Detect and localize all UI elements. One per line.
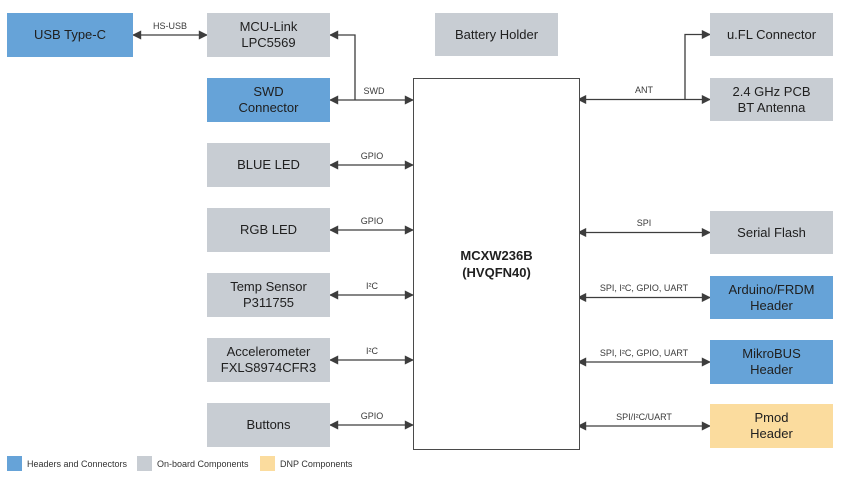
edge-label-ant: ANT (635, 85, 653, 95)
node-temp-sensor: Temp Sensor P311755 (207, 273, 330, 317)
node-blue-led: BLUE LED (207, 143, 330, 187)
edge-label-i2c-accel: I²C (366, 346, 378, 356)
legend-swatch-blue (7, 456, 22, 471)
legend-item-onboard-components: On-board Components (137, 456, 249, 471)
node-serial-flash: Serial Flash (710, 211, 833, 254)
edge-label-spi: SPI (636, 218, 652, 228)
edge-label-gpio-blue-led: GPIO (360, 151, 384, 161)
node-battery-holder: Battery Holder (435, 13, 558, 56)
legend-item-headers-connectors: Headers and Connectors (7, 456, 127, 471)
edge-label-mikrobus: SPI, I²C, GPIO, UART (599, 348, 689, 358)
node-swd-connector: SWD Connector (207, 78, 330, 122)
node-accelerometer: Accelerometer FXLS8974CFR3 (207, 338, 330, 382)
node-bt-antenna: 2.4 GHz PCB BT Antenna (710, 78, 833, 121)
legend-label: DNP Components (280, 458, 353, 469)
node-usb-type-c: USB Type-C (7, 13, 133, 57)
node-mikrobus-header: MikroBUS Header (710, 340, 833, 384)
edge-label-gpio-buttons: GPIO (360, 411, 384, 421)
legend-swatch-gray (137, 456, 152, 471)
node-buttons: Buttons (207, 403, 330, 447)
node-arduino-frdm-header: Arduino/FRDM Header (710, 276, 833, 319)
node-mcxw236b-chip: MCXW236B (HVQFN40) (413, 78, 580, 450)
legend-swatch-orange (260, 456, 275, 471)
legend-label: Headers and Connectors (27, 458, 128, 469)
edge-label-i2c-temp: I²C (366, 281, 378, 291)
node-pmod-header: Pmod Header (710, 404, 833, 448)
edge-label-gpio-rgb-led: GPIO (360, 216, 384, 226)
node-ufl-connector: u.FL Connector (710, 13, 833, 56)
wire-swd-to-mcu-link (329, 30, 356, 100)
node-mcu-link: MCU-Link LPC5569 (207, 13, 330, 57)
legend-label: On-board Components (157, 458, 249, 469)
wire-ant-to-ufl (684, 29, 711, 100)
edge-label-hs-usb: HS-USB (152, 21, 188, 31)
node-rgb-led: RGB LED (207, 208, 330, 252)
edge-label-pmod: SPI/I²C/UART (616, 412, 672, 422)
legend-item-dnp-components: DNP Components (260, 456, 352, 471)
edge-label-swd: SWD (363, 86, 385, 96)
edge-label-arduino: SPI, I²C, GPIO, UART (599, 283, 689, 293)
